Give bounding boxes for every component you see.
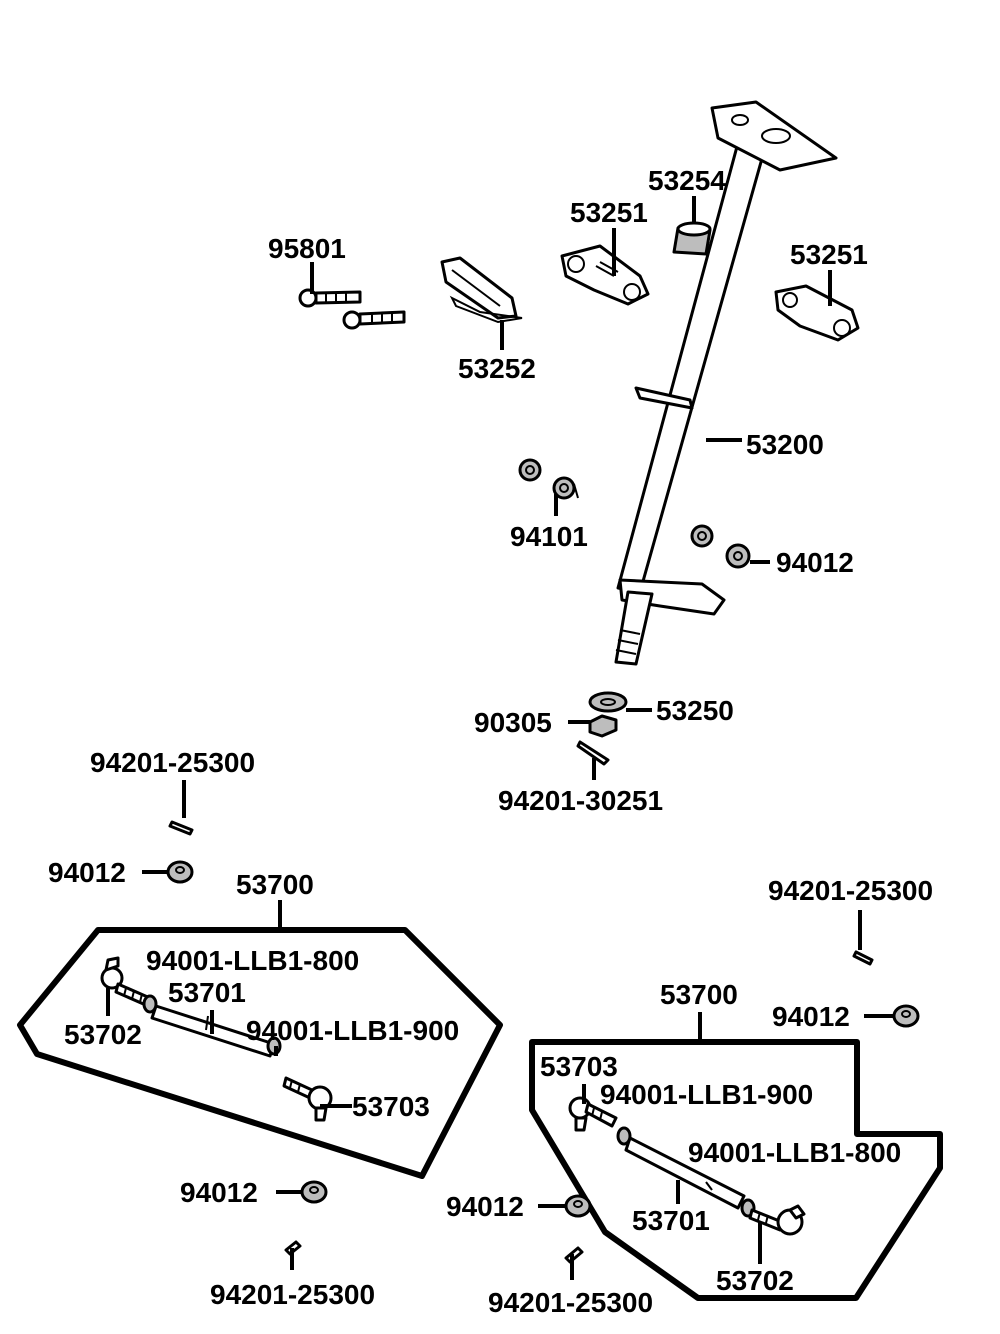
label-94001-800-right: 94001-LLB1-800 [688, 1137, 901, 1168]
cotter-pin-94201-25300-left-top [168, 820, 194, 836]
label-90305: 90305 [474, 707, 552, 738]
label-53701-left: 53701 [168, 977, 246, 1008]
washer-53250 [588, 691, 628, 713]
label-94001-900-left: 94001-LLB1-900 [246, 1015, 459, 1046]
label-94012-right-top: 94012 [772, 1001, 850, 1032]
label-53701-right: 53701 [632, 1205, 710, 1236]
label-53251-right: 53251 [790, 239, 868, 270]
label-53252: 53252 [458, 353, 536, 384]
label-53703-right: 53703 [540, 1051, 618, 1082]
nut-90305 [588, 714, 618, 738]
label-53702-left: 53702 [64, 1019, 142, 1050]
clamp-53251-right [774, 284, 860, 342]
label-53254: 53254 [648, 165, 726, 196]
nuts-94012-steering [690, 524, 751, 569]
label-94001-900-right: 94001-LLB1-900 [600, 1079, 813, 1110]
label-94201-25300-right-top: 94201-25300 [768, 875, 933, 906]
locknut-94001-900-right [616, 1126, 632, 1146]
tie-rod-end-53702-left [100, 956, 152, 1008]
label-53700-left: 53700 [236, 869, 314, 900]
label-94201-30251: 94201-30251 [498, 785, 663, 816]
label-94201-25300-left-top: 94201-25300 [90, 747, 255, 778]
label-94201-25300-left-bottom: 94201-25300 [210, 1279, 375, 1310]
label-53251-center: 53251 [570, 197, 648, 228]
bolts-95801 [298, 288, 406, 330]
label-95801: 95801 [268, 233, 346, 264]
cotter-pin-94201-25300-right-top [852, 950, 874, 966]
tie-rod-end-53702-right [748, 1204, 806, 1236]
label-53700-right: 53700 [660, 979, 738, 1010]
plate-53252 [440, 256, 523, 324]
nuts-94101 [518, 458, 579, 500]
leader-lines [106, 196, 894, 1280]
label-94012-left-top: 94012 [48, 857, 126, 888]
label-94201-25300-right-bottom: 94201-25300 [488, 1287, 653, 1318]
label-53703-left: 53703 [352, 1091, 430, 1122]
bushing-53254 [672, 221, 712, 256]
label-53250: 53250 [656, 695, 734, 726]
nut-94012-left-top [166, 860, 194, 884]
label-53200: 53200 [746, 429, 824, 460]
group-outline-53700-left [17, 927, 503, 1179]
tie-rod-53701-right [624, 1136, 746, 1210]
label-94012-steering: 94012 [776, 547, 854, 578]
label-94012-right-bottom: 94012 [446, 1191, 524, 1222]
nut-94012-right-bottom [564, 1194, 592, 1218]
label-94001-800-left: 94001-LLB1-800 [146, 945, 359, 976]
locknut-94001-800-left [142, 994, 158, 1014]
label-53702-right: 53702 [716, 1265, 794, 1296]
label-94101: 94101 [510, 521, 588, 552]
steering-shaft-53200 [614, 100, 838, 666]
clamp-53251-center [560, 244, 650, 306]
group-outline-53700-right [529, 1039, 943, 1301]
cotter-pin-94201-30251 [576, 740, 610, 766]
nut-94012-right-top [892, 1004, 920, 1028]
tie-rod-end-53703-left [282, 1076, 333, 1122]
label-94012-left-bottom: 94012 [180, 1177, 258, 1208]
nut-94012-left-bottom [300, 1180, 328, 1204]
